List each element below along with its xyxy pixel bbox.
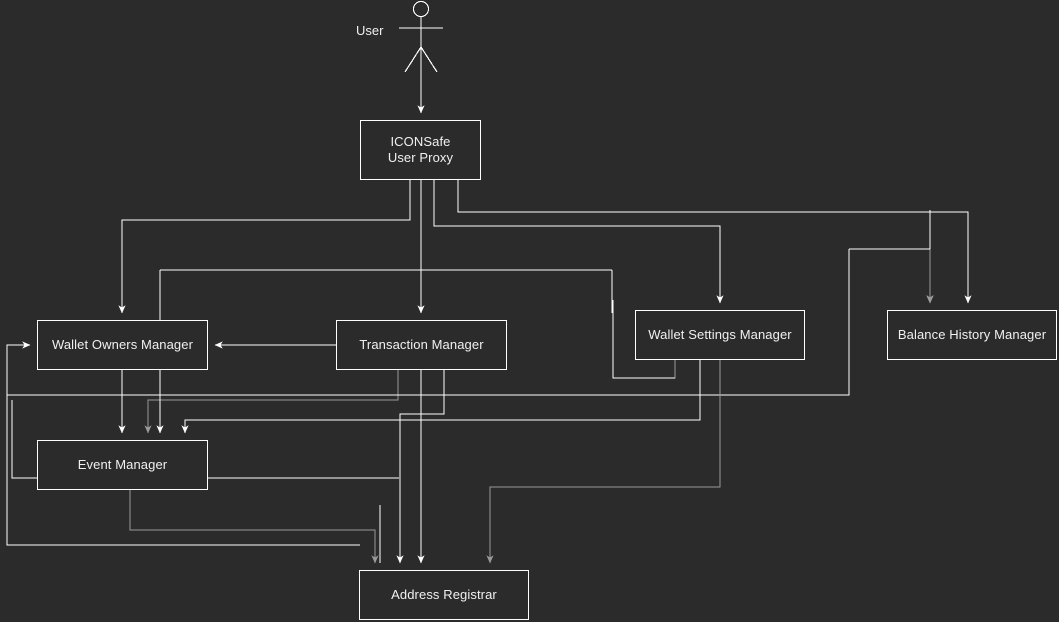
- user-actor-label: User: [356, 23, 384, 38]
- edge-left-loop-to-address-registrar: [6, 395, 360, 546]
- edge-event-to-address-registrar: [129, 490, 379, 564]
- edge-transaction-second-to-registrar: [396, 370, 445, 564]
- node-balance-history-manager[interactable]: Balance History Manager: [887, 310, 1057, 360]
- node-address-registrar-label: Address Registrar: [391, 587, 497, 602]
- node-wallet-settings-manager-label: Wallet Settings Manager: [648, 327, 792, 342]
- node-iconsafe-user-proxy[interactable]: ICONSafe User Proxy: [360, 120, 481, 180]
- node-event-manager-label: Event Manager: [77, 457, 168, 472]
- edge-cross-run-2: [11, 400, 399, 479]
- edge-proxy-to-wallet-owners: [118, 180, 411, 314]
- edge-wallet-settings-to-event: [181, 360, 701, 434]
- edge-proxy-to-balance-history: [457, 180, 972, 304]
- node-wallet-owners-manager[interactable]: Wallet Owners Manager: [37, 320, 208, 370]
- node-event-manager[interactable]: Event Manager: [37, 440, 208, 490]
- node-wallet-settings-manager[interactable]: Wallet Settings Manager: [635, 310, 805, 360]
- edge-proxy-to-wallet-settings: [433, 180, 724, 304]
- node-transaction-manager[interactable]: Transaction Manager: [336, 320, 507, 370]
- node-balance-history-manager-label: Balance History Manager: [897, 327, 1047, 342]
- edge-wallet-settings-loop-helper: [612, 300, 675, 379]
- edge-wallet-settings-down-to-registrar: [486, 360, 721, 564]
- node-iconsafe-user-proxy-label: ICONSafe User Proxy: [387, 134, 454, 165]
- node-wallet-owners-manager-label: Wallet Owners Manager: [51, 337, 194, 352]
- user-stick-figure: [399, 0, 443, 73]
- edge-transaction-to-event: [144, 370, 399, 434]
- node-address-registrar[interactable]: Address Registrar: [359, 570, 529, 620]
- node-transaction-manager-label: Transaction Manager: [359, 337, 484, 352]
